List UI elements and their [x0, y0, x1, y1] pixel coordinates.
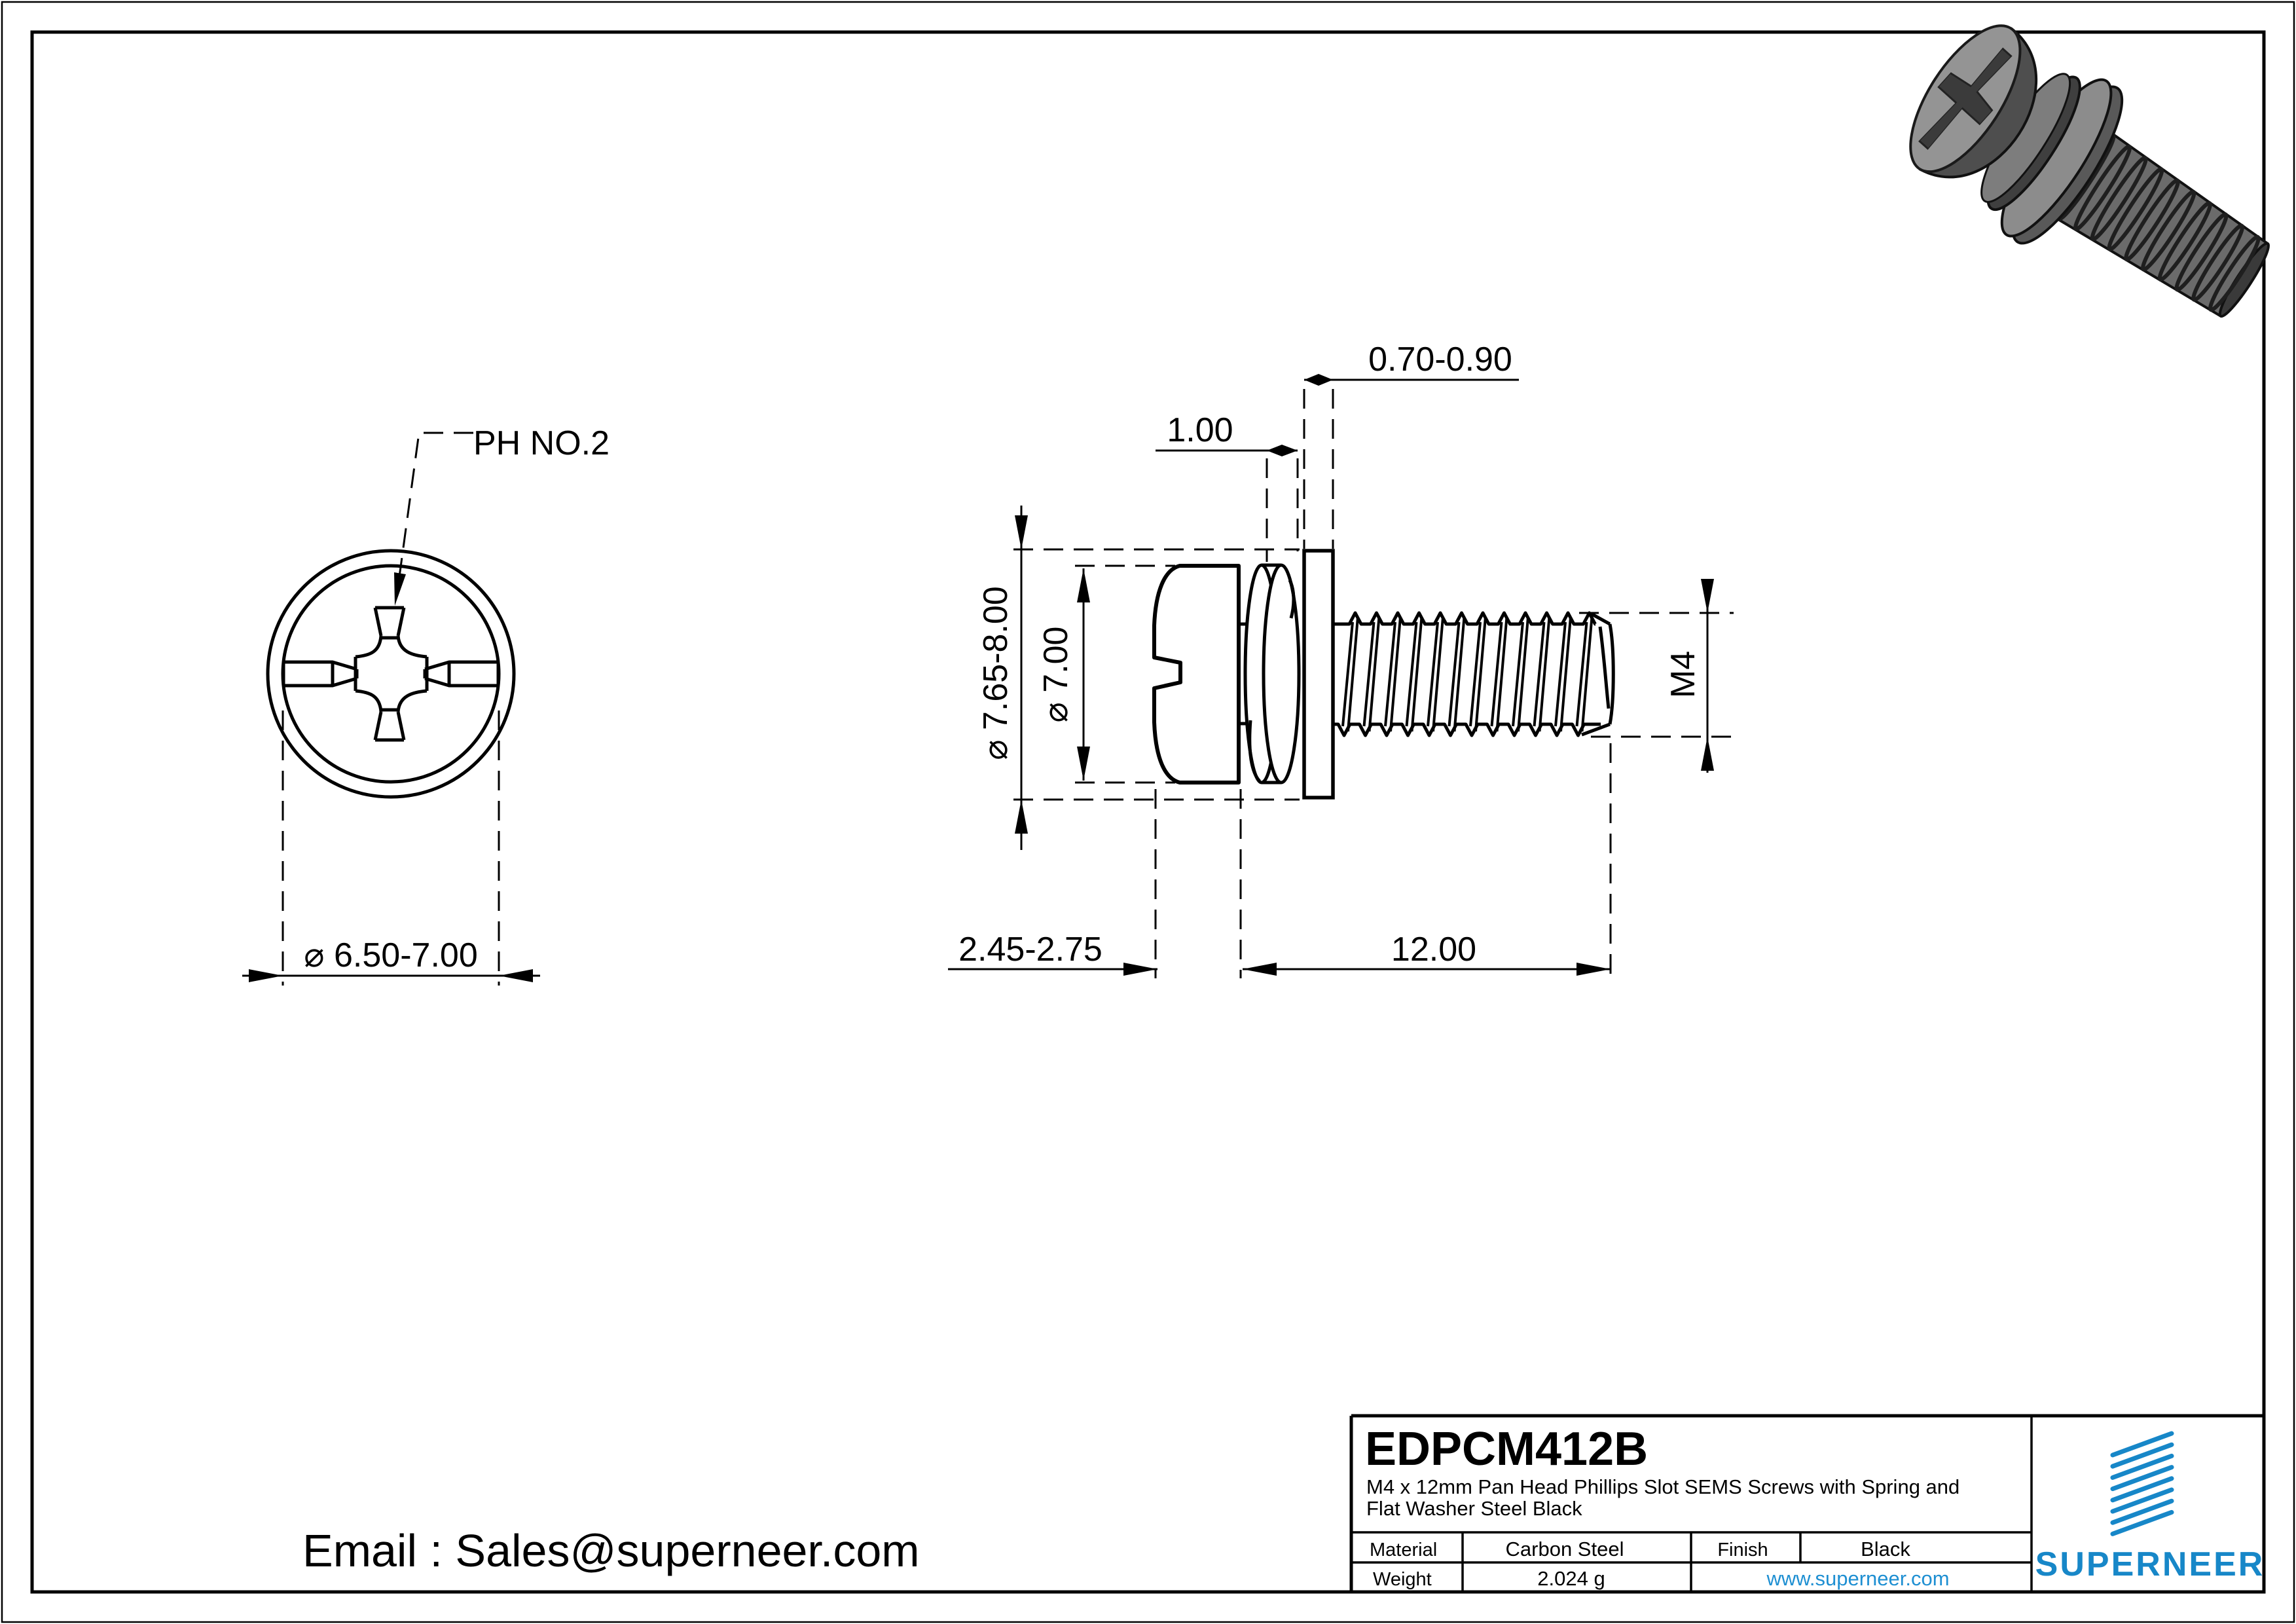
description-line1: M4 x 12mm Pan Head Phillips Slot SEMS Sc…: [1366, 1475, 1959, 1498]
phillips-cross-3d: [1918, 47, 2013, 150]
weight-value: 2.024 g: [1537, 1567, 1605, 1590]
drive-label: PH NO.2: [473, 424, 610, 462]
dim-flat-washer-thickness: 0.70-0.90: [1303, 341, 1519, 549]
title-block: EDPCM412B M4 x 12mm Pan Head Phillips Sl…: [1349, 1414, 2265, 1592]
drive-leader: PH NO.2: [394, 424, 610, 606]
threaded-shank: [1333, 611, 1615, 737]
flat-washer-thickness-text: 0.70-0.90: [1368, 341, 1512, 378]
dim-thread-length: 12.00: [1243, 743, 1612, 978]
head-height-text: 2.45-2.75: [958, 931, 1102, 969]
head-diameter-text: ⌀ 6.50-7.00: [304, 936, 477, 974]
pan-head-profile: [1152, 564, 1241, 784]
thread-size-text: M4: [1664, 651, 1702, 698]
side-view: 0.70-0.90 1.00 ⌀ 7.65-8.00 ⌀: [948, 341, 1734, 978]
washer-od-text: ⌀ 7.65-8.00: [977, 586, 1015, 760]
dim-head-od: ⌀ 7.00: [1037, 564, 1175, 784]
screw-3d-render: [1909, 24, 2270, 318]
head-od-text: ⌀ 7.00: [1037, 627, 1075, 723]
front-view: PH NO.2 ⌀ 6.50-7.00: [242, 424, 610, 986]
leader-arrowhead: [394, 572, 406, 606]
part-number: EDPCM412B: [1365, 1423, 1648, 1475]
finish-label: Finish: [1717, 1540, 1768, 1560]
thread-length-text: 12.00: [1391, 931, 1476, 969]
brand-logo-icon: [2110, 1431, 2174, 1536]
material-label: Material: [1370, 1540, 1437, 1560]
head-inner-circle: [281, 564, 501, 784]
dim-thread-size: M4: [1579, 579, 1734, 773]
material-value: Carbon Steel: [1506, 1538, 1624, 1560]
slot-recess: [282, 660, 500, 688]
finish-value: Black: [1861, 1538, 1910, 1560]
description-line2: Flat Washer Steel Black: [1366, 1497, 1582, 1520]
flat-washer: [1302, 549, 1335, 800]
dim-spring-washer-thickness: 1.00: [1156, 411, 1299, 562]
website-link[interactable]: www.superneer.com: [1766, 1567, 1949, 1590]
dim-head-diameter: ⌀ 6.50-7.00: [242, 710, 540, 986]
email-text: Email : Sales@superneer.com: [302, 1525, 920, 1576]
inner-frame: [30, 30, 2266, 1594]
spring-washer: [1239, 563, 1301, 784]
brand-name: SUPERNEER: [2035, 1545, 2265, 1583]
dim-washer-od: ⌀ 7.65-8.00: [977, 506, 1300, 850]
phillips-recess: [354, 606, 429, 742]
spring-washer-thickness-text: 1.00: [1167, 411, 1233, 449]
head-outer-circle: [266, 549, 516, 799]
dim-head-height: 2.45-2.75: [948, 789, 1242, 978]
weight-label: Weight: [1373, 1569, 1432, 1590]
